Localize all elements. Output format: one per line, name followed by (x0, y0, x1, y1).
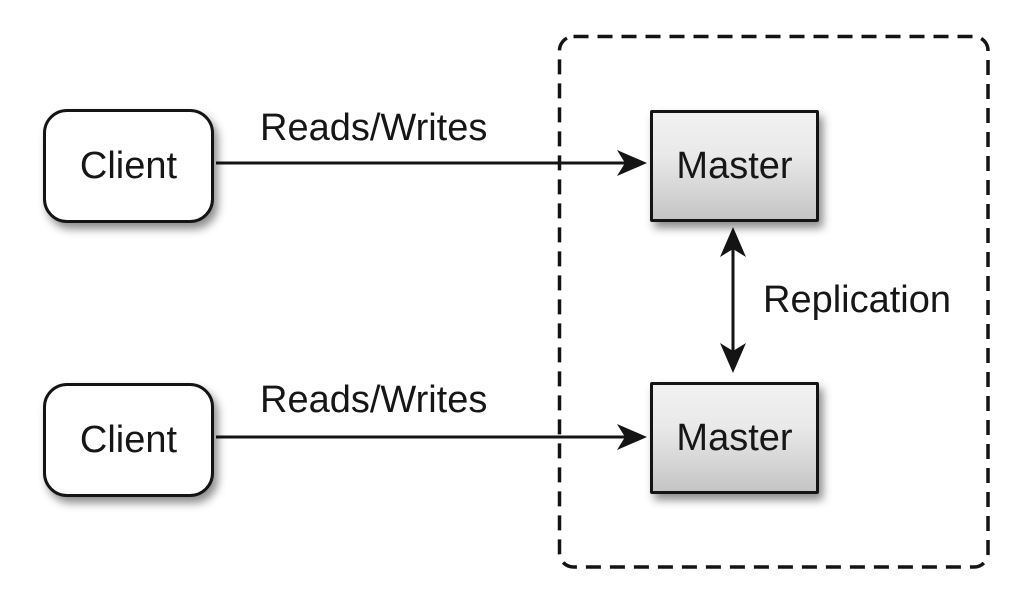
arrowhead-right-icon (617, 424, 647, 450)
arrowhead-down-icon (720, 343, 746, 373)
master-node-2: Master (650, 382, 819, 494)
arrowhead-right-icon (617, 150, 647, 176)
edge-reads-writes-top (216, 150, 647, 176)
client-label: Client (79, 145, 178, 187)
replication-label: Replication (763, 279, 951, 321)
reads-writes-label-bottom: Reads/Writes (260, 379, 488, 421)
master-label: Master (676, 417, 793, 459)
edge-reads-writes-bottom (216, 424, 647, 450)
reads-writes-label-top: Reads/Writes (260, 107, 488, 149)
master-node-1: Master (650, 110, 819, 222)
client-label: Client (79, 419, 178, 461)
client-node-2: Client (43, 383, 214, 497)
client-node-1: Client (43, 109, 214, 223)
arrowhead-up-icon (720, 227, 746, 257)
master-label: Master (676, 145, 793, 187)
masters-group-boundary (557, 34, 990, 569)
edge-replication (720, 227, 746, 373)
